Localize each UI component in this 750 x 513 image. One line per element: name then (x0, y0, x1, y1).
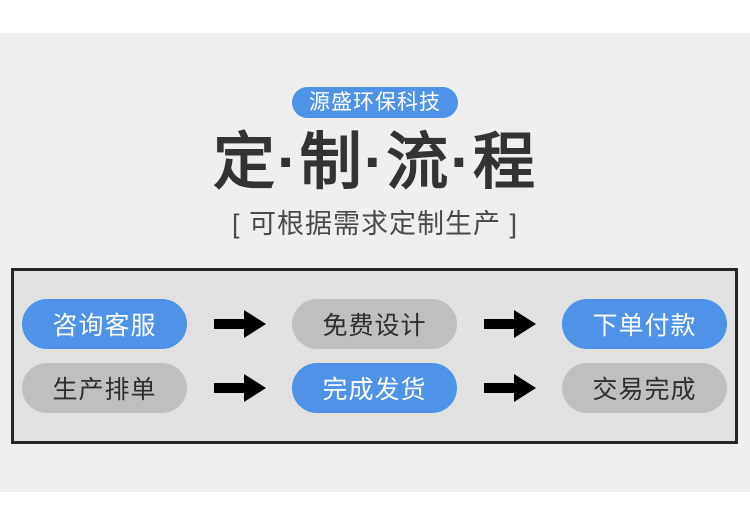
arrow-right-icon (187, 299, 292, 349)
process-flow-panel: 咨询客服 免费设计 下单付款 生产排单 完成发货 (11, 268, 738, 444)
flow-step-shipped[interactable]: 完成发货 (292, 363, 457, 413)
flow-step-production-scheduling[interactable]: 生产排单 (22, 363, 187, 413)
page-subtitle: [ 可根据需求定制生产 ] (231, 209, 518, 239)
badge-row: 源盛环保科技 (0, 87, 750, 118)
flow-step-free-design[interactable]: 免费设计 (292, 299, 457, 349)
arrow-right-icon (457, 363, 562, 413)
brand-badge: 源盛环保科技 (292, 87, 458, 118)
page-title: 定·制·流·程 (213, 128, 537, 197)
flow-step-consult[interactable]: 咨询客服 (22, 299, 187, 349)
flow-row-2: 生产排单 完成发货 交易完成 (22, 356, 727, 420)
header-block: 源盛环保科技 定·制·流·程 [ 可根据需求定制生产 ] (0, 33, 750, 241)
flow-step-transaction-complete[interactable]: 交易完成 (562, 363, 727, 413)
flow-row-1: 咨询客服 免费设计 下单付款 (22, 292, 727, 356)
flow-step-place-order-payment[interactable]: 下单付款 (562, 299, 727, 349)
arrow-right-icon (457, 299, 562, 349)
arrow-right-icon (187, 363, 292, 413)
